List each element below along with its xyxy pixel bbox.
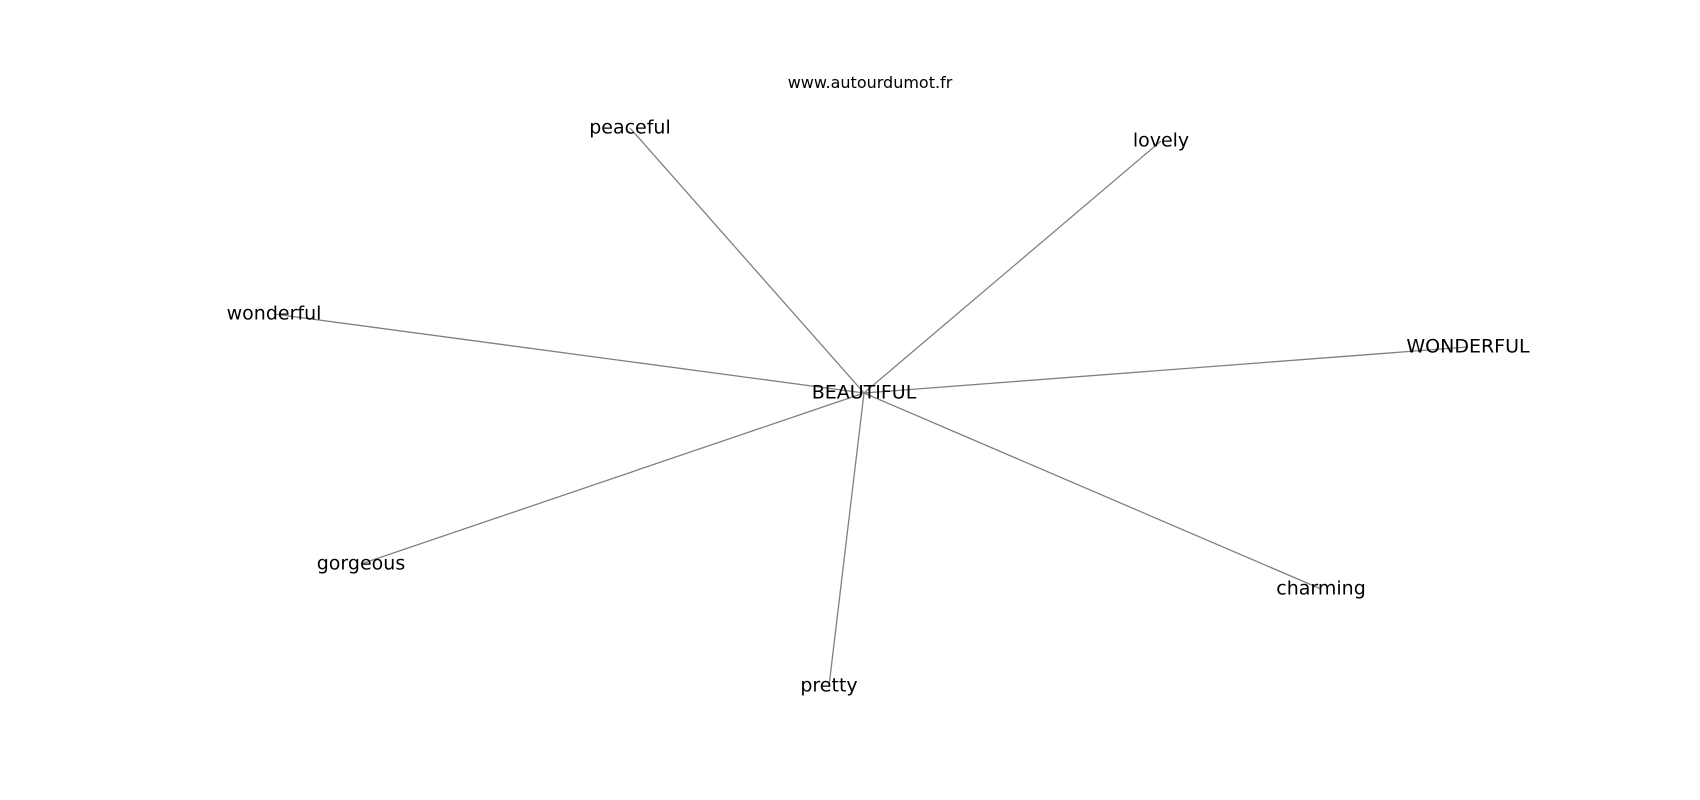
word-node-wonderful-upper[interactable]: WONDERFUL (1406, 336, 1530, 358)
word-node-gorgeous[interactable]: gorgeous (317, 553, 405, 575)
word-node-wonderful[interactable]: wonderful (227, 303, 322, 325)
edge-beautiful-wonderful (273, 313, 865, 394)
edge-beautiful-pretty (828, 392, 865, 687)
word-node-charming[interactable]: charming (1276, 578, 1366, 600)
word-node-pretty[interactable]: pretty (800, 675, 857, 697)
edge-beautiful-gorgeous (360, 392, 865, 565)
edge-beautiful-charming (863, 392, 1322, 590)
site-watermark[interactable]: www.autourdumot.fr (788, 73, 953, 92)
edge-beautiful-wonderful-upper (863, 346, 1469, 394)
edge-layer (273, 127, 1469, 687)
center-word-node[interactable]: BEAUTIFUL (812, 382, 917, 404)
edge-beautiful-peaceful (629, 127, 865, 394)
edge-beautiful-lovely (863, 140, 1162, 394)
word-node-lovely[interactable]: lovely (1133, 130, 1189, 152)
word-node-peaceful[interactable]: peaceful (589, 117, 671, 139)
